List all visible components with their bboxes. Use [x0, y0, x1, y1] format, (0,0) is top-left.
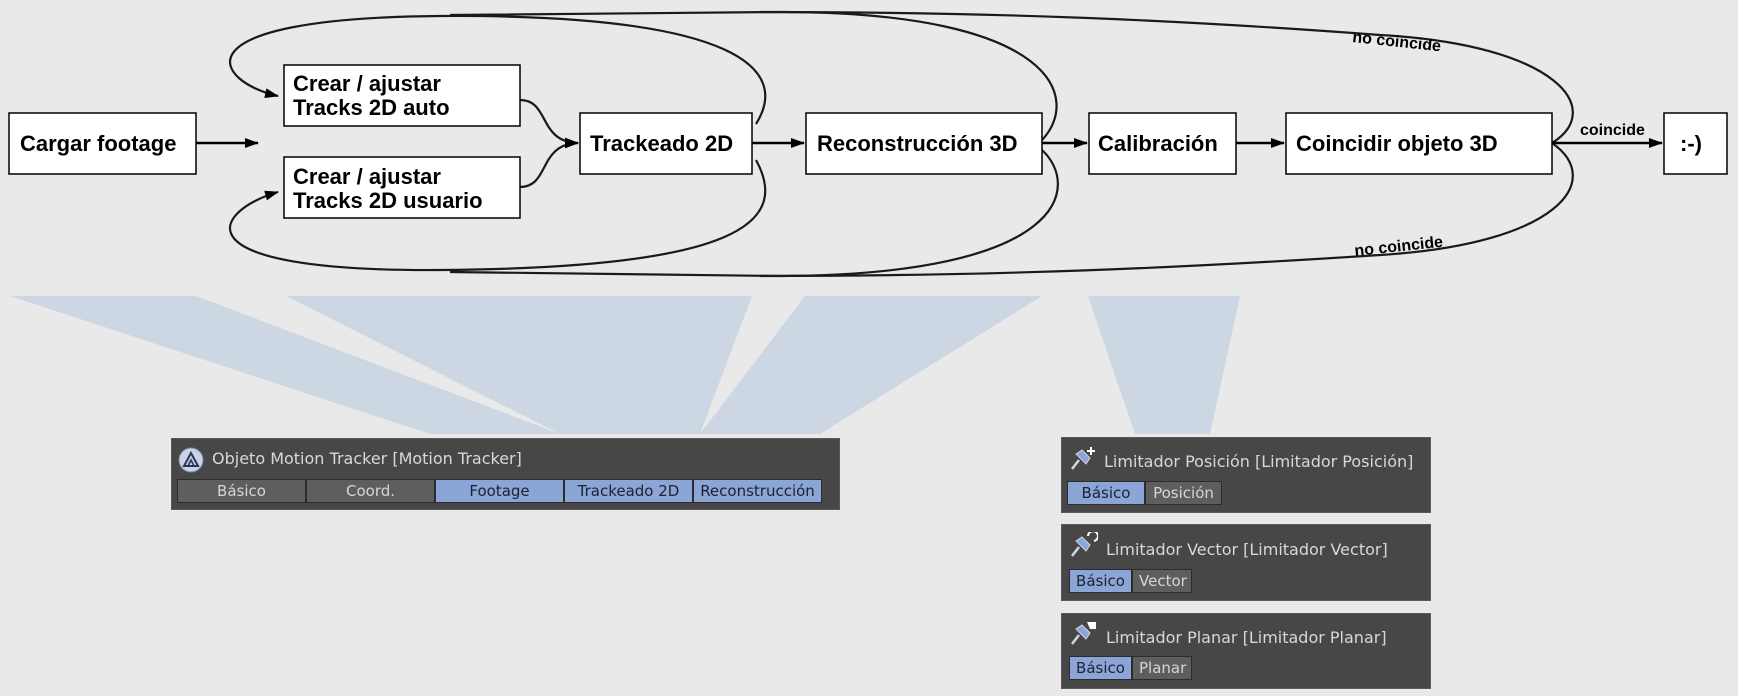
tab-footage[interactable]: Footage — [435, 479, 564, 503]
node-tracks-usuario — [283, 156, 521, 219]
node-auto-label-1: Crear / ajustar — [293, 71, 441, 96]
tab-coord[interactable]: Coord. — [306, 479, 435, 503]
motion-tracker-title: Objeto Motion Tracker [Motion Tracker] — [212, 449, 522, 468]
limitador-posicion-tabs: Básico Posición — [1067, 481, 1222, 505]
node-usuario-label-1: Crear / ajustar — [293, 164, 441, 189]
loop-reconstruccion-top — [449, 10, 1058, 141]
node-trackeado-2d — [579, 112, 753, 175]
tab-planar-basico[interactable]: Básico — [1069, 656, 1132, 680]
node-coincidir-objeto — [1285, 112, 1553, 175]
pin-plane-icon — [1071, 622, 1096, 645]
edge-usuario-to-trackeado — [519, 138, 579, 189]
node-smiley — [1663, 112, 1728, 175]
tab-posicion-basico[interactable]: Básico — [1067, 481, 1145, 505]
callout-wedge-reconstruccion — [700, 296, 1042, 434]
node-cargar-footage — [8, 112, 197, 175]
edge-auto-to-trackeado — [519, 98, 579, 148]
loop-trackeado-to-usuario — [229, 159, 767, 272]
limitador-vector-tabs: Básico Vector — [1069, 569, 1192, 593]
limitador-posicion-title: Limitador Posición [Limitador Posición] — [1104, 452, 1414, 471]
node-calibracion-label: Calibración — [1098, 131, 1218, 156]
node-labels: Cargar footage Crear / ajustar Tracks 2D… — [20, 29, 1702, 260]
motion-tracker-tabs: Básico Coord. Footage Trackeado 2D Recon… — [177, 479, 822, 503]
limitador-planar-tabs: Básico Planar — [1069, 656, 1192, 680]
pin-plus-icon — [1071, 447, 1095, 470]
limitador-planar-panel: Limitador Planar [Limitador Planar] Bási… — [1061, 613, 1431, 689]
tab-planar[interactable]: Planar — [1132, 656, 1192, 680]
limitador-posicion-panel: Limitador Posición [Limitador Posición] … — [1061, 437, 1431, 513]
callout-wedge-trackeado — [286, 296, 752, 434]
callout-wedge-calibracion — [1088, 296, 1240, 434]
edge-label-no-coincide-top: no coincide — [1352, 29, 1442, 55]
limitador-vector-title: Limitador Vector [Limitador Vector] — [1106, 540, 1388, 559]
motion-tracker-icon — [178, 447, 204, 473]
workflow-nodes — [8, 64, 1728, 219]
loop-no-coincide-top — [759, 10, 1574, 144]
loop-trackeado-to-auto — [229, 14, 767, 125]
pin-rotate-icon — [1071, 532, 1098, 557]
callout-wedges — [10, 296, 1240, 434]
edge-label-coincide: coincide — [1580, 122, 1645, 139]
tab-posicion[interactable]: Posición — [1145, 481, 1222, 505]
node-cargar-label: Cargar footage — [20, 131, 176, 156]
limitador-planar-title: Limitador Planar [Limitador Planar] — [1106, 628, 1387, 647]
loop-reconstruccion-bottom — [449, 149, 1059, 278]
node-coincidir-label: Coincidir objeto 3D — [1296, 131, 1498, 156]
node-auto-label-2: Tracks 2D auto — [293, 95, 450, 120]
tab-trackeado-2d[interactable]: Trackeado 2D — [564, 479, 693, 503]
loop-edges — [229, 10, 1574, 278]
node-reconstruccion-label: Reconstrucción 3D — [817, 131, 1018, 156]
node-usuario-label-2: Tracks 2D usuario — [293, 188, 483, 213]
limitador-vector-panel: Limitador Vector [Limitador Vector] Bási… — [1061, 524, 1431, 601]
motion-tracker-panel: Objeto Motion Tracker [Motion Tracker] B… — [171, 438, 840, 510]
node-calibracion — [1088, 112, 1237, 175]
node-reconstruccion-3d — [805, 112, 1043, 175]
edge-label-no-coincide-bottom: no coincide — [1354, 234, 1444, 260]
node-tracks-auto — [283, 64, 521, 127]
node-trackeado-label: Trackeado 2D — [590, 131, 733, 156]
loop-no-coincide-bottom — [759, 142, 1574, 278]
tab-reconstruccion[interactable]: Reconstrucción — [693, 479, 822, 503]
tab-basico[interactable]: Básico — [177, 479, 306, 503]
tab-vector[interactable]: Vector — [1132, 569, 1192, 593]
callout-wedge-cargar — [10, 296, 560, 434]
tab-vector-basico[interactable]: Básico — [1069, 569, 1132, 593]
node-smiley-label: :-) — [1680, 131, 1702, 156]
